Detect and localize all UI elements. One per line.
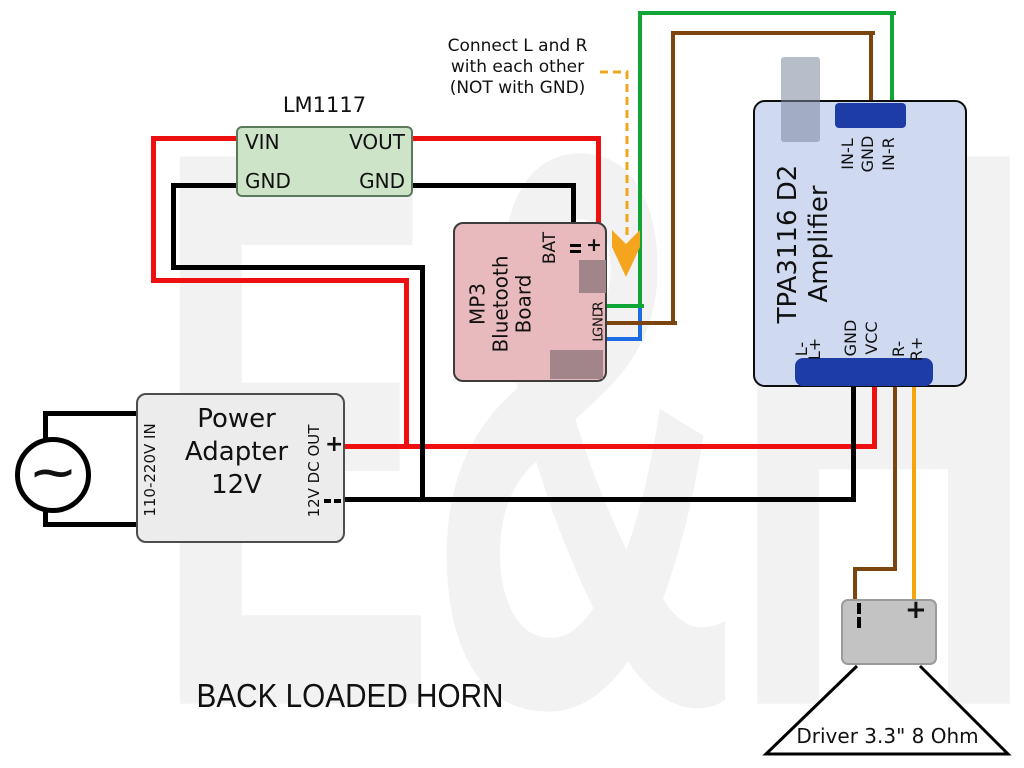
brown-wire-spk-h — [853, 567, 897, 571]
red-wire-vin-h — [151, 136, 241, 141]
mp3-pin-bat: BAT — [540, 231, 560, 265]
amplifier-tpa3116: TPA3116 D2 Amplifier IN-L GND IN-R L- L+… — [753, 100, 967, 387]
mp3-pin-gnd: GND — [591, 307, 607, 337]
blue-wire-jumper-h — [606, 337, 642, 341]
adapter-plus-terminal: + — [325, 432, 344, 457]
ac-source-symbol: ~ — [28, 447, 78, 497]
brown-wire-up-v — [671, 31, 675, 325]
annotation-note: Connect L and R with each other (NOT wit… — [420, 36, 615, 99]
adapter-title-line2: Adapter — [184, 437, 289, 467]
black-wire-ampgnd-v — [851, 387, 856, 502]
mp3-connector-bottom — [550, 350, 603, 379]
annotation-line2: with each other — [450, 57, 585, 77]
speaker-minus-terminal — [857, 617, 861, 628]
regulator-lm1117: VIN VOUT GND GND — [236, 126, 413, 197]
black-wire-gnd-v — [171, 183, 176, 270]
black-wire-branch-v — [420, 265, 425, 502]
speaker-plus-terminal: + — [905, 595, 927, 625]
mp3-bluetooth-board: MP3 Bluetooth Board BAT + R GND L — [453, 222, 607, 382]
red-wire-batplus-v — [596, 136, 601, 224]
amplifier-pin-r-plus: R+ — [907, 336, 926, 362]
black-wire-ac-bot-h — [43, 522, 138, 527]
red-wire-vout-h — [413, 136, 601, 141]
adapter-title-line3: 12V — [211, 470, 262, 500]
brown-wire-spk-v — [853, 567, 857, 603]
red-wire-vcc-v — [872, 387, 877, 449]
mp3-title-line3: Board — [511, 274, 536, 334]
amplifier-title-line1: TPA3116 D2 — [773, 164, 803, 324]
orange-wire-rplus-v — [912, 387, 916, 602]
amplifier-pin-in-r: IN-R — [879, 137, 898, 171]
mp3-bat-minus-terminal — [570, 250, 581, 253]
arrow-down-icon — [612, 230, 640, 277]
power-adapter-title: Power Adapter 12V — [168, 403, 305, 502]
brown-wire-top-h — [671, 31, 875, 35]
amplifier-title: TPA3116 D2 Amplifier — [773, 165, 835, 324]
mp3-board-title: MP3 Bluetooth Board — [465, 255, 536, 353]
brown-wire-gnd-h — [606, 321, 677, 325]
mp3-bat-minus-terminal — [570, 244, 581, 247]
amplifier-pin-l-plus: L+ — [805, 337, 824, 361]
black-wire-ampgnd-h — [345, 497, 856, 502]
annotation-line1: Connect L and R — [447, 36, 588, 56]
black-wire-batminus-v — [571, 183, 576, 224]
title-line1: BACK LOADED HORN — [196, 677, 504, 714]
green-wire-inr-v — [890, 11, 894, 106]
annotation-line3: (NOT with GND) — [449, 78, 586, 98]
black-wire-ac-top-v — [43, 411, 48, 439]
black-wire-ac-top-h — [43, 411, 138, 416]
regulator-pin-vout: VOUT — [349, 130, 405, 154]
mp3-pin-l: L — [591, 334, 607, 342]
green-wire-top-h — [638, 11, 896, 15]
green-wire-r-h — [606, 304, 644, 308]
brown-wire-ampgnd-v — [869, 31, 873, 106]
adapter-minus-terminal — [324, 499, 331, 503]
amplifier-pin-vcc: VCC — [862, 321, 881, 355]
black-wire-gndright-h — [413, 183, 576, 188]
amplifier-heatsink — [781, 57, 820, 142]
regulator-pin-vin: VIN — [245, 130, 280, 154]
adapter-input-label: 110-220V IN — [141, 423, 159, 517]
adapter-minus-terminal — [334, 499, 341, 503]
diagram-title: BACK LOADED HORN BLUETOOTH SPEAKER V2.0 … — [62, 606, 638, 768]
speaker-driver-label: Driver 3.3" 8 Ohm — [796, 724, 979, 748]
amplifier-pin-in-l: IN-L — [838, 138, 857, 170]
mp3-connector-right — [579, 260, 606, 293]
regulator-pin-gnd-left: GND — [245, 169, 291, 193]
amplifier-pin-r-minus: R- — [889, 340, 908, 358]
amplifier-pin-gnd-bottom: GND — [841, 319, 860, 357]
red-wire-vin-v — [151, 136, 156, 283]
amplifier-pin-gnd-top: GND — [858, 135, 877, 173]
black-wire-ac-bot-v — [43, 501, 48, 527]
adapter-title-line1: Power — [197, 404, 276, 434]
black-wire-branch-h — [171, 265, 425, 270]
speaker-minus-terminal — [857, 603, 861, 614]
mp3-title-line2: Bluetooth — [488, 255, 513, 353]
red-wire-branch-v — [404, 278, 409, 446]
red-wire-vcc-h — [345, 444, 877, 449]
red-wire-branch-h — [151, 278, 409, 283]
brown-wire-rminus-v — [893, 387, 897, 571]
black-wire-gnd-h — [171, 183, 236, 188]
speaker-magnet: + — [841, 595, 937, 665]
green-wire-up-v — [638, 11, 642, 308]
mp3-title-line1: MP3 — [465, 282, 490, 326]
ac-source: ~ — [15, 437, 91, 513]
power-adapter: Power Adapter 12V 110-220V IN 12V DC OUT… — [136, 393, 345, 543]
mp3-bat-plus-terminal: + — [586, 234, 602, 256]
adapter-output-label: 12V DC OUT — [305, 424, 323, 518]
regulator-title: LM1117 — [282, 93, 367, 117]
amplifier-bottom-connector — [795, 358, 933, 386]
amplifier-title-line2: Amplifier — [804, 185, 834, 303]
regulator-pin-gnd-right: GND — [359, 169, 405, 193]
amplifier-top-connector — [835, 103, 906, 128]
